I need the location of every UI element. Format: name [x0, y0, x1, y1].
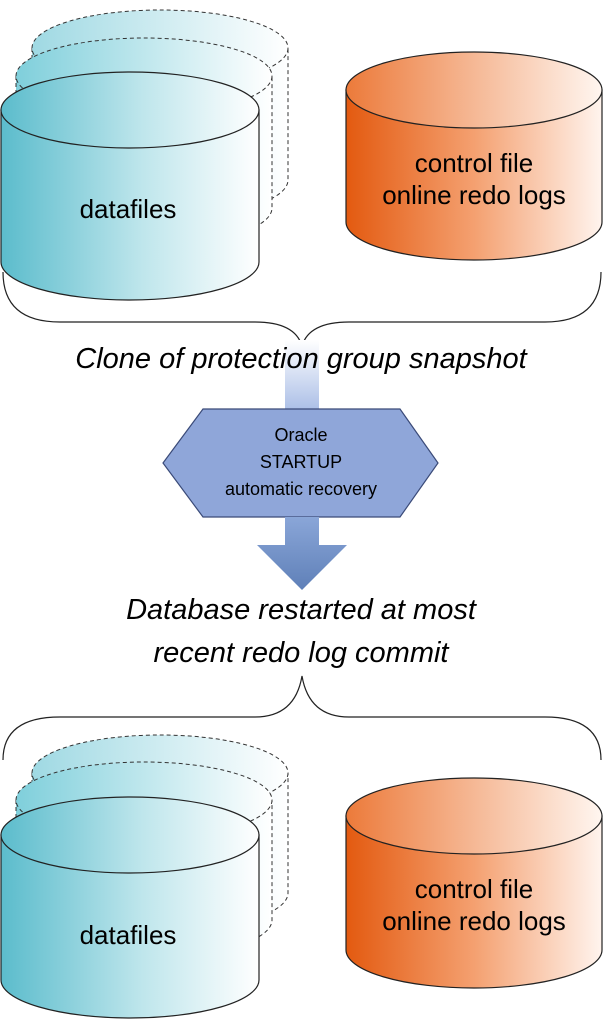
caption-bottom-line-2: recent redo log commit — [154, 637, 451, 669]
down-arrow — [257, 517, 347, 590]
bottom-datafiles-label: datafiles — [80, 920, 177, 950]
flow-connector — [285, 340, 319, 412]
top-redo-logs-label: online redo logs — [382, 180, 566, 210]
bottom-brace — [2, 675, 602, 761]
oracle-startup-process: Oracle STARTUP automatic recovery — [162, 408, 439, 518]
bottom-datafiles-stack: datafiles — [0, 734, 289, 1019]
top-datafiles-label: datafiles — [80, 194, 177, 224]
top-datafile-cylinder-front — [0, 71, 260, 301]
top-datafiles-stack: datafiles — [0, 9, 289, 301]
process-line-3: automatic recovery — [225, 479, 377, 499]
bottom-control-cylinder: control file online redo logs — [345, 777, 603, 989]
caption-bottom-line-1: Database restarted at most — [126, 594, 478, 626]
process-line-2: STARTUP — [260, 452, 342, 472]
top-control-cylinder: control file online redo logs — [345, 51, 603, 261]
bottom-control-file-label: control file — [415, 874, 534, 904]
process-line-1: Oracle — [274, 425, 327, 445]
top-control-file-label: control file — [415, 148, 534, 178]
bottom-datafile-cylinder-front — [0, 796, 260, 1019]
bottom-redo-logs-label: online redo logs — [382, 906, 566, 936]
caption-top: Clone of protection group snapshot — [75, 343, 528, 375]
